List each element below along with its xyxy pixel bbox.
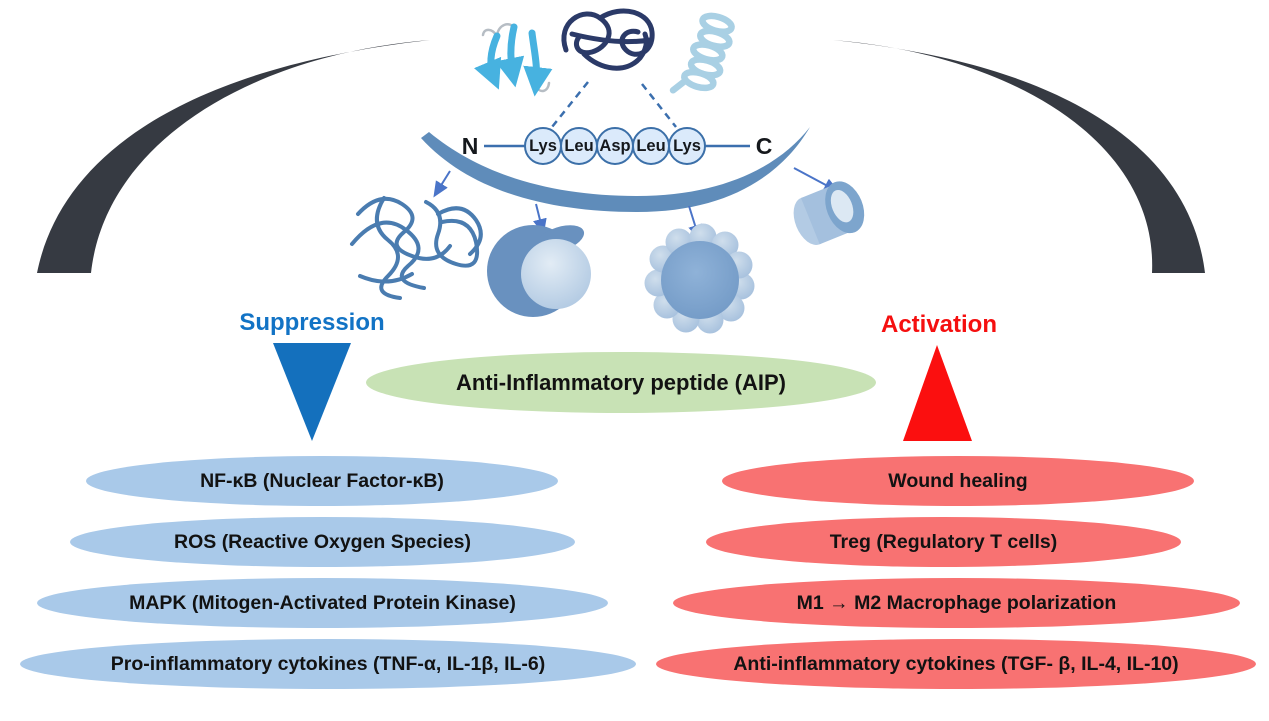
aip-label: Anti-Inflammatory peptide (AIP): [455, 369, 786, 395]
suppression-triangle: [273, 343, 351, 441]
activation-label: Activation: [880, 311, 997, 338]
activated-target-ellipse-2: Treg (Regulatory T cells): [706, 517, 1181, 567]
suppressed-target-ellipse-1: NF-κB (Nuclear Factor-κB): [86, 456, 558, 506]
micelle-icon: [644, 223, 755, 334]
activated-target-ellipse-3: M1 → M2 Macrophage polarization: [673, 578, 1240, 628]
suppressed-target-ellipse-4: Pro-inflammatory cytokines (TNF-α, IL-1β…: [20, 639, 636, 689]
residue-circle-2: Leu: [560, 127, 598, 165]
structure-to-sequence-dashes: [551, 81, 677, 128]
beta-sheet-icon: [473, 23, 553, 97]
left-bracket-arc: [37, 40, 430, 273]
fibril-network-icon: [350, 196, 483, 300]
suppressed-target-ellipse-2: ROS (Reactive Oxygen Species): [70, 517, 575, 567]
residue-circle-3: Asp: [596, 127, 634, 165]
residue-circle-4: Leu: [632, 127, 670, 165]
aip-ellipse: Anti-Inflammatory peptide (AIP): [366, 352, 876, 413]
residue-circle-1: Lys: [524, 127, 562, 165]
vesicle-icon: [487, 225, 591, 317]
suppressed-target-ellipse-3: MAPK (Mitogen-Activated Protein Kinase): [37, 578, 608, 628]
assembly-arc: [421, 127, 810, 212]
random-coil-icon: [561, 8, 655, 71]
n-terminus-label: N: [461, 132, 479, 159]
arrow-to-fibril: [433, 170, 451, 198]
nanotube-icon: [793, 181, 865, 245]
activation-triangle: [903, 345, 972, 441]
activated-target-ellipse-1: Wound healing: [722, 456, 1194, 506]
residue-circle-5: Lys: [668, 127, 706, 165]
activated-target-ellipse-4: Anti-inflammatory cytokines (TGF- β, IL-…: [656, 639, 1256, 689]
c-terminus-label: C: [755, 132, 773, 159]
right-bracket-arc: [833, 40, 1205, 273]
alpha-helix-icon: [669, 12, 735, 94]
suppression-label: Suppression: [239, 309, 385, 336]
